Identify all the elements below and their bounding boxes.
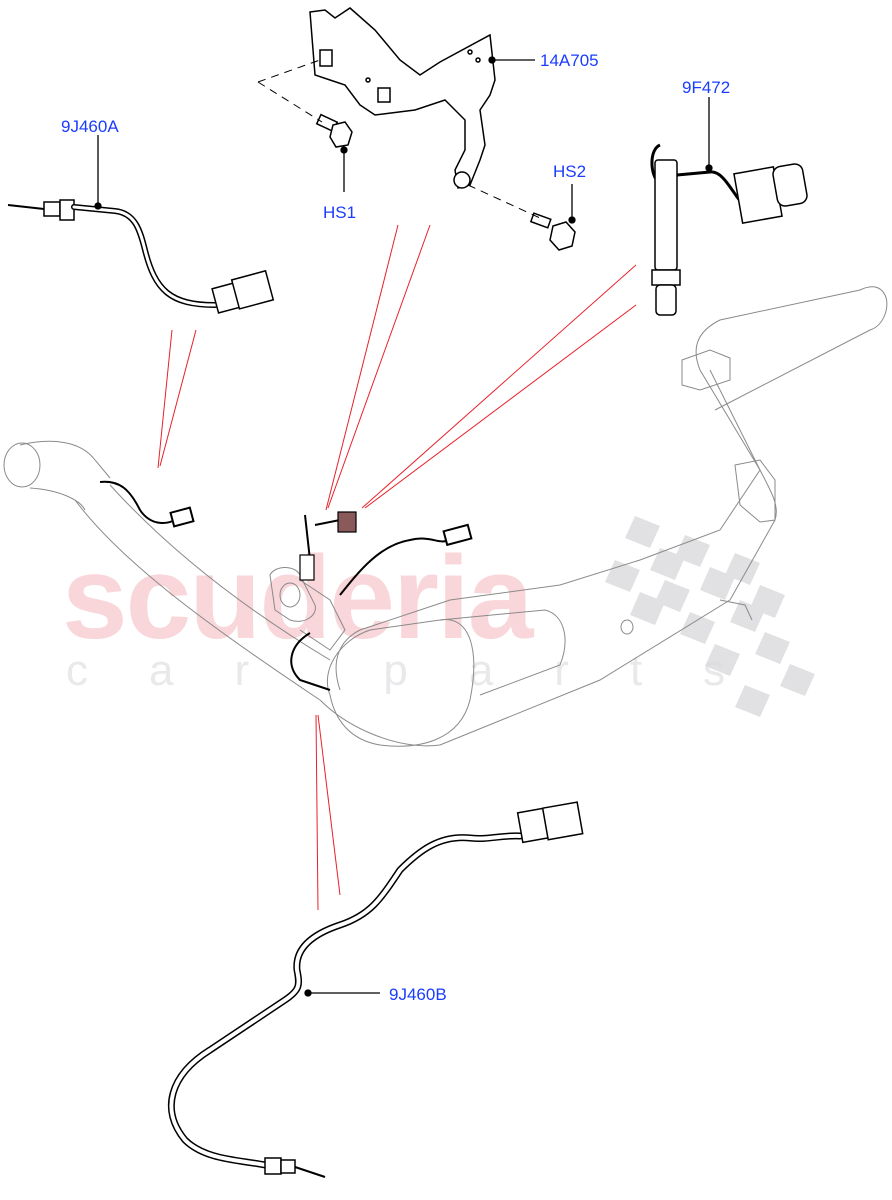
callout-9j460a[interactable]: 9J460A xyxy=(61,117,119,136)
callout-9j460b[interactable]: 9J460B xyxy=(389,985,447,1004)
leader-lines xyxy=(94,56,713,997)
sensor-9j460a xyxy=(7,199,275,314)
callout-hs1[interactable]: HS1 xyxy=(323,203,357,222)
reference-lines xyxy=(157,224,637,911)
callout-hs2[interactable]: HS2 xyxy=(553,162,587,181)
dash-lines xyxy=(257,59,541,219)
bolt-hs2 xyxy=(529,212,576,251)
callout-14a705[interactable]: 14A705 xyxy=(540,51,599,70)
checkered-flag-watermark xyxy=(605,516,815,717)
bracket-14a705 xyxy=(309,7,496,189)
bolt-hs1 xyxy=(315,113,353,148)
sensor-9f472 xyxy=(650,143,808,316)
callout-9f472[interactable]: 9F472 xyxy=(682,78,731,97)
sensor-9j460b xyxy=(167,801,584,1178)
mounted-sensors xyxy=(99,480,473,691)
exhaust-pipe-assembly xyxy=(3,286,888,747)
